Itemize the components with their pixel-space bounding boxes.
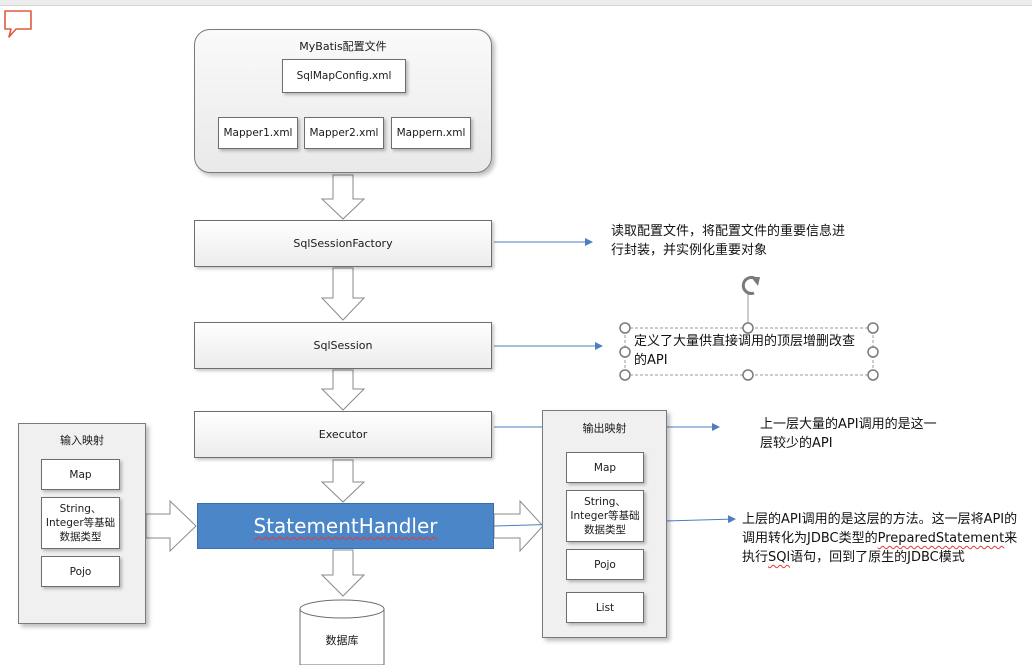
input-basic-types-box[interactable]: String、Integer等基础数据类型 (41, 497, 120, 549)
mappern-box[interactable]: Mappern.xml (391, 117, 471, 149)
executor-note[interactable]: 上一层大量的API调用的是这一层较少的API (760, 417, 937, 451)
mapper1-box[interactable]: Mapper1.xml (218, 117, 298, 149)
handler-note-suffix: 语句，回到了原生的JDBC模式 (790, 550, 965, 565)
output-mapping-container[interactable]: 输出映射 Map String、Integer等基础数据类型 Pojo List (542, 410, 667, 638)
mapper2-box[interactable]: Mapper2.xml (304, 117, 384, 149)
flow-arrow-session-to-executor (320, 369, 366, 411)
input-map-box[interactable]: Map (41, 459, 120, 490)
flow-arrow-handler-to-output (493, 499, 544, 553)
session-note[interactable]: 定义了大量供直接调用的顶层增删改查的API (634, 334, 856, 368)
output-list-box[interactable]: List (566, 592, 644, 623)
executor-box[interactable]: Executor (194, 411, 492, 458)
input-pojo-box[interactable]: Pojo (41, 556, 120, 587)
input-mapping-title: 输入映射 (60, 434, 104, 447)
output-mapping-title: 输出映射 (582, 422, 627, 435)
comment-icon[interactable] (3, 9, 33, 39)
statementhandler-label: StatementHandler (253, 514, 438, 538)
database-cylinder (299, 599, 385, 665)
handler-note[interactable]: 上层的API调用的是这层的方法。这一层将API的调用转化为JDBC类型的Prep… (742, 510, 1018, 567)
factory-note[interactable]: 读取配置文件，将配置文件的重要信息进行封装，并实例化重要对象 (611, 224, 846, 258)
database-label: 数据库 (325, 634, 359, 647)
input-mapping-container[interactable]: 输入映射 Map String、Integer等基础数据类型 Pojo (18, 423, 146, 624)
output-basic-types-box[interactable]: String、Integer等基础数据类型 (566, 490, 644, 542)
flow-arrow-executor-to-handler (320, 459, 366, 503)
config-title: MyBatis配置文件 (299, 40, 387, 53)
statementhandler-box[interactable]: StatementHandler (197, 503, 494, 549)
sqlmapconfig-box[interactable]: SqlMapConfig.xml (282, 59, 406, 93)
sqlsessionfactory-box[interactable]: SqlSessionFactory (194, 220, 492, 267)
rotate-handle-icon (741, 275, 760, 295)
handler-note-sql: SQl (768, 550, 791, 565)
resize-handles (619, 322, 879, 381)
flow-arrow-input-to-handler (145, 499, 197, 553)
handler-note-prefix: 上层的API调用的是这层的方法。这一层将API的调用转化为JDBC类型的 (742, 512, 1018, 546)
flow-arrow-config-to-factory (320, 174, 366, 220)
output-map-box[interactable]: Map (566, 452, 644, 483)
handler-note-mid: 来执行 (742, 531, 1018, 565)
top-border (0, 0, 1032, 6)
flow-arrow-handler-to-database (320, 549, 366, 597)
mybatis-config-container[interactable]: MyBatis配置文件 SqlMapConfig.xml Mapper1.xml… (194, 29, 492, 173)
sqlsession-box[interactable]: SqlSession (194, 322, 492, 369)
handler-note-term: PreparedStatement (877, 531, 1005, 546)
flow-arrow-factory-to-session (320, 267, 366, 321)
output-pojo-box[interactable]: Pojo (566, 549, 644, 580)
